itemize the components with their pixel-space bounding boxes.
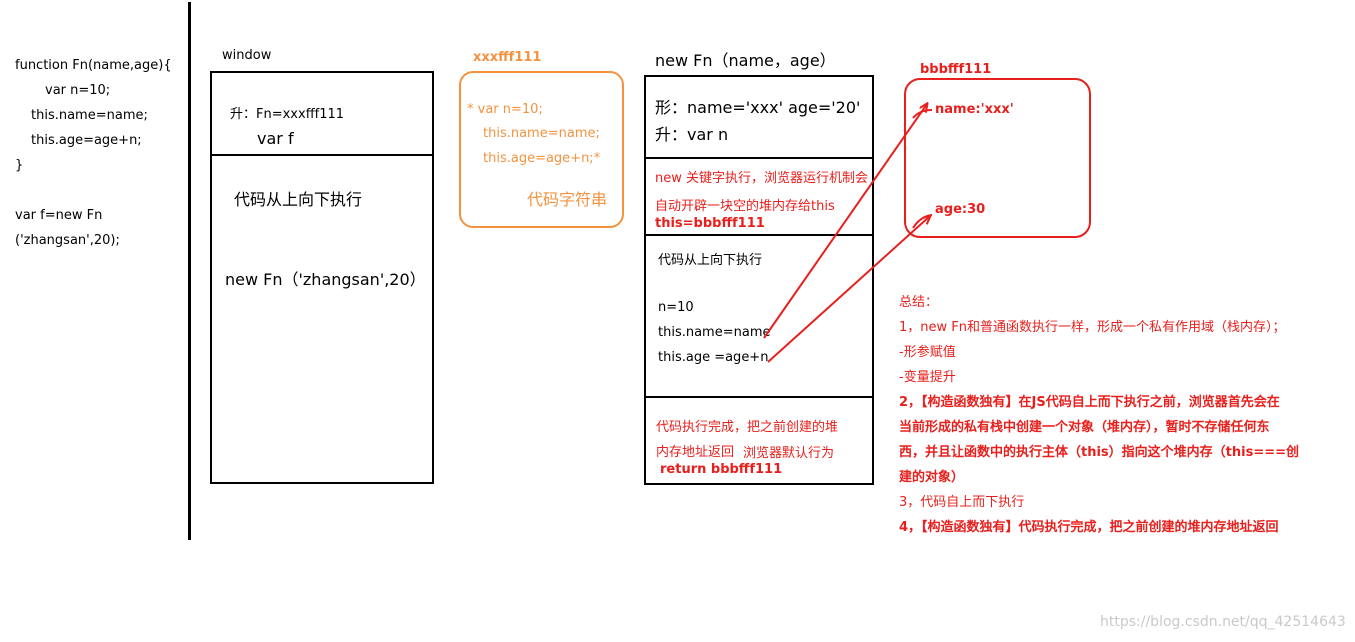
code-line-2: var n=10; <box>45 83 111 98</box>
heap-string-caption: 代码字符串 <box>527 190 608 209</box>
fn-stmt-2: this.name=name <box>658 325 771 340</box>
heap-prop-age: age:30 <box>935 202 986 217</box>
window-label: window <box>222 48 272 63</box>
window-var-line: var f <box>257 129 294 148</box>
code-line-8: ('zhangsan',20); <box>15 233 120 248</box>
fn-divider-2 <box>644 234 874 236</box>
window-exec-text: 代码从上向下执行 <box>234 190 363 209</box>
fn-this-line: this=bbbfff111 <box>655 216 765 231</box>
heap-string-box <box>459 71 624 228</box>
fn-new-note-2: 自动开辟一块空的堆内存给this <box>655 199 835 214</box>
heap-string-line-1: * var n=10; <box>467 102 543 117</box>
fn-divider-3 <box>644 396 874 398</box>
fn-done-note-2: 内存地址返回 <box>656 445 735 460</box>
code-line-3: this.name=name; <box>31 108 148 123</box>
code-line-4: this.age=age+n; <box>31 133 142 148</box>
summary-line-7: 建的对象） <box>899 470 965 485</box>
summary-line-5: 当前形成的私有栈中创建一个对象（堆内存），暂时不存储任何东 <box>899 420 1270 435</box>
fn-done-note-3: 浏览器默认行为 <box>743 446 835 461</box>
code-line-7: var f=new Fn <box>15 208 103 223</box>
code-line-1: function Fn(name,age){ <box>15 58 172 73</box>
age-prop-tick <box>912 214 933 229</box>
heap-object-box <box>904 78 1091 238</box>
fn-box-title: new Fn（name，age） <box>655 51 836 70</box>
heap-object-address: bbbfff111 <box>920 62 992 77</box>
summary-line-1: 1，new Fn和普通函数执行一样，形成一个私有作用域（栈内存）； <box>899 320 1286 335</box>
fn-done-note-1: 代码执行完成，把之前创建的堆 <box>656 420 839 435</box>
summary-title: 总结： <box>899 295 939 310</box>
summary-line-2: -形参赋值 <box>899 345 956 360</box>
heap-prop-name: name:'xxx' <box>935 102 1014 117</box>
summary-line-8: 3，代码自上而下执行 <box>899 495 1025 510</box>
window-divider <box>210 154 434 156</box>
summary-line-6: 西，并且让函数中的执行主体（this）指向这个堆内存（this===创 <box>899 445 1300 460</box>
fn-params-line: 形：name='xxx' age='20' <box>655 98 861 117</box>
fn-new-note-1: new 关键字执行，浏览器运行机制会 <box>655 171 869 186</box>
fn-stack-box <box>644 75 874 485</box>
heap-string-address: xxxfff111 <box>473 50 542 65</box>
fn-stmt-1: n=10 <box>658 300 694 315</box>
fn-stmt-3: this.age =age+n <box>658 350 769 365</box>
window-call-text: new Fn（'zhangsan',20） <box>225 270 426 289</box>
fn-return-line: return bbbfff111 <box>660 462 783 477</box>
fn-divider-1 <box>644 157 874 159</box>
summary-line-9: 4，【构造函数独有】代码执行完成，把之前创建的堆内存地址返回 <box>899 520 1279 535</box>
summary-line-4: 2，【构造函数独有】在JS代码自上而下执行之前，浏览器首先会在 <box>899 395 1280 410</box>
heap-string-line-3: this.age=age+n;* <box>483 151 601 166</box>
fn-exec-text: 代码从上向下执行 <box>658 253 763 268</box>
window-stack-box <box>210 71 434 484</box>
heap-string-line-2: this.name=name; <box>483 126 600 141</box>
window-hoist-line: 升：Fn=xxxfff111 <box>230 107 345 122</box>
name-prop-tick <box>912 109 933 119</box>
divider-line <box>188 2 191 540</box>
fn-hoist-line: 升：var n <box>655 125 729 144</box>
summary-line-3: -变量提升 <box>899 370 956 385</box>
arrow-name-to-heap <box>763 104 927 339</box>
arrow-age-to-heap <box>767 216 930 363</box>
code-line-5: } <box>15 158 24 173</box>
watermark: https://blog.csdn.net/qq_42514643 <box>1100 614 1346 630</box>
